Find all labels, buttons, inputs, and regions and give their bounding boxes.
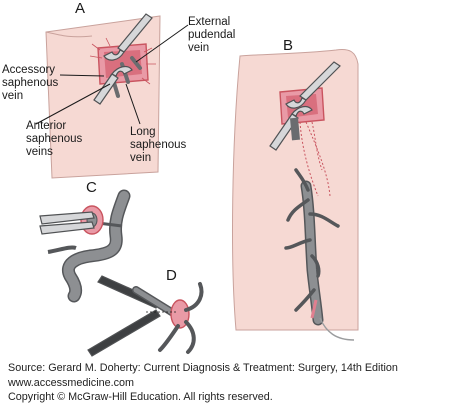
source-citation: Source: Gerard M. Doherty: Current Diagn…	[8, 362, 398, 374]
label-external-pudendal-vein: External pudendal vein	[188, 16, 236, 54]
panel-b-label: B	[283, 37, 294, 54]
panel-c-label: C	[86, 179, 97, 196]
panel-a-label: A	[75, 0, 86, 17]
label-accessory-saphenous-vein: Accessory saphenous vein	[2, 64, 59, 102]
label-long-saphenous-vein: Long saphenous vein	[130, 126, 187, 164]
source-credit: Source: Gerard M. Doherty: Current Diagn…	[8, 361, 464, 405]
copyright-notice: Copyright © McGraw-Hill Education. All r…	[8, 391, 273, 403]
panel-d-label: D	[166, 267, 177, 284]
panel-b-drawing	[232, 49, 359, 341]
varicose-vein-surgery-figure: A B C D External pudendal vein Accessory…	[2, 0, 359, 357]
panel-d-drawing	[87, 275, 204, 357]
leg-skin	[232, 49, 359, 331]
illustration	[35, 13, 359, 357]
label-anterior-saphenous-veins: Anterior saphenous veins	[26, 120, 83, 158]
panel-c-drawing	[39, 189, 131, 303]
panel-a-drawing	[35, 13, 189, 179]
source-website: www.accessmedicine.com	[8, 376, 135, 389]
